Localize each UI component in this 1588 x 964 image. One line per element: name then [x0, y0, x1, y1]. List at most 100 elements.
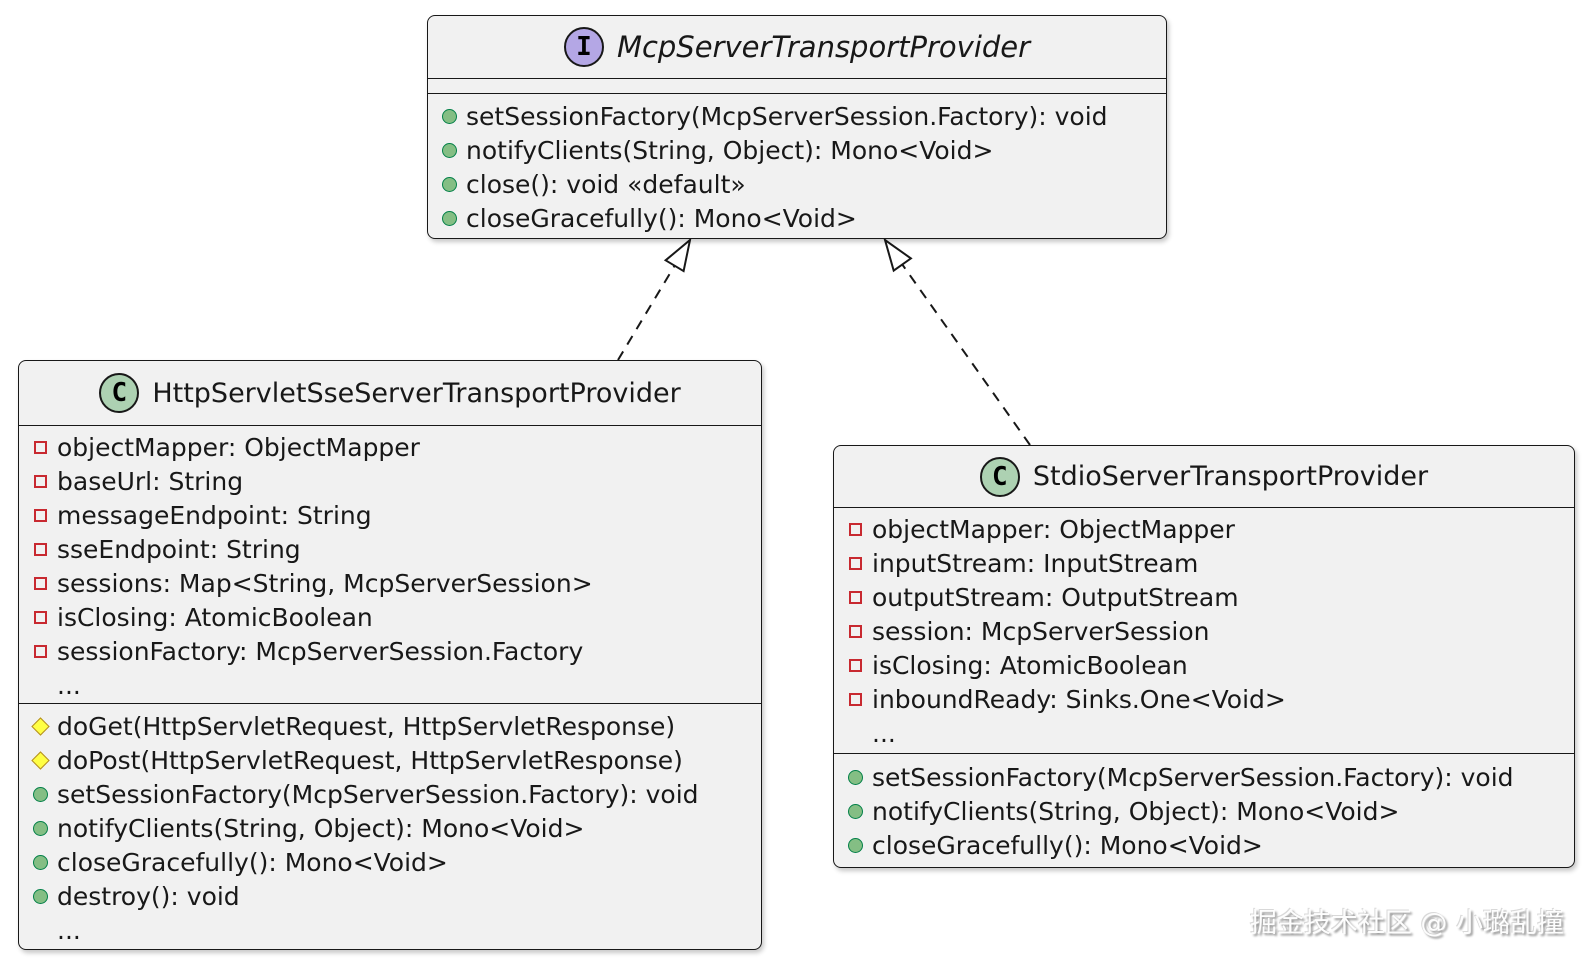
class-header: C StdioServerTransportProvider: [834, 446, 1574, 508]
field-text: baseUrl: String: [57, 466, 244, 496]
class-title: StdioServerTransportProvider: [1032, 461, 1429, 492]
public-method-icon: [848, 803, 863, 819]
interface-methods-compartment: setSessionFactory(McpServerSession.Facto…: [428, 94, 1166, 235]
private-field-icon: [849, 522, 862, 536]
method-row: setSessionFactory(McpServerSession.Facto…: [19, 777, 761, 811]
field-text: outputStream: OutputStream: [872, 582, 1239, 612]
method-row: doGet(HttpServletRequest, HttpServletRes…: [19, 709, 761, 743]
method-text: closeGracefully(): Mono<Void>: [466, 203, 857, 233]
field-text: sessions: Map<String, McpServerSession>: [57, 568, 593, 598]
field-row: sseEndpoint: String: [19, 532, 761, 566]
public-method-icon: [33, 888, 48, 904]
field-row: baseUrl: String: [19, 464, 761, 498]
class-box-httpservletsseservertransportprovider: C HttpServletSseServerTransportProvider …: [18, 360, 762, 950]
interface-title: McpServerTransportProvider: [616, 30, 1031, 64]
interface-fields-compartment-empty: [428, 79, 1166, 94]
field-row: sessionFactory: McpServerSession.Factory: [19, 634, 761, 668]
interface-header: I McpServerTransportProvider: [428, 16, 1166, 79]
private-field-icon: [849, 590, 862, 604]
private-field-icon: [849, 624, 862, 638]
private-field-icon: [34, 644, 47, 658]
field-row: isClosing: AtomicBoolean: [834, 648, 1574, 682]
method-text: closeGracefully(): Mono<Void>: [872, 830, 1263, 860]
field-text: objectMapper: ObjectMapper: [57, 432, 420, 462]
private-field-icon: [849, 658, 862, 672]
public-method-icon: [442, 176, 457, 192]
private-field-icon: [34, 542, 47, 556]
class-box-stdioservertransportprovider: C StdioServerTransportProvider objectMap…: [833, 445, 1575, 868]
method-row: notifyClients(String, Object): Mono<Void…: [19, 811, 761, 845]
method-text: notifyClients(String, Object): Mono<Void…: [466, 135, 994, 165]
method-row: closeGracefully(): Mono<Void>: [428, 201, 1166, 235]
field-row: session: McpServerSession: [834, 614, 1574, 648]
method-text: notifyClients(String, Object): Mono<Void…: [872, 796, 1400, 826]
field-text: isClosing: AtomicBoolean: [57, 602, 373, 632]
method-text: setSessionFactory(McpServerSession.Facto…: [872, 762, 1514, 792]
method-text: doGet(HttpServletRequest, HttpServletRes…: [57, 711, 676, 741]
field-text: isClosing: AtomicBoolean: [872, 650, 1188, 680]
method-text: setSessionFactory(McpServerSession.Facto…: [57, 779, 699, 809]
field-row: inputStream: InputStream: [834, 546, 1574, 580]
public-method-icon: [33, 786, 48, 802]
ellipsis-text: ...: [872, 718, 896, 748]
private-field-icon: [849, 692, 862, 706]
field-row: sessions: Map<String, McpServerSession>: [19, 566, 761, 600]
realization-arrow-http-to-interface: [617, 237, 692, 361]
class-stereotype-letter: C: [111, 378, 128, 408]
private-field-icon: [34, 508, 47, 522]
field-row: outputStream: OutputStream: [834, 580, 1574, 614]
field-text: inboundReady: Sinks.One<Void>: [872, 684, 1286, 714]
class-methods-compartment: setSessionFactory(McpServerSession.Facto…: [834, 754, 1574, 862]
field-text: sessionFactory: McpServerSession.Factory: [57, 636, 584, 666]
interface-stereotype-icon: I: [563, 27, 604, 67]
protected-method-icon: [31, 716, 50, 736]
field-text: objectMapper: ObjectMapper: [872, 514, 1235, 544]
method-row: notifyClients(String, Object): Mono<Void…: [428, 133, 1166, 167]
field-row: objectMapper: ObjectMapper: [19, 430, 761, 464]
field-row: isClosing: AtomicBoolean: [19, 600, 761, 634]
method-row: setSessionFactory(McpServerSession.Facto…: [428, 99, 1166, 133]
fields-ellipsis-row: ...: [19, 668, 761, 702]
method-row: closeGracefully(): Mono<Void>: [19, 845, 761, 879]
class-title: HttpServletSseServerTransportProvider: [152, 377, 681, 409]
public-method-icon: [33, 820, 48, 836]
interface-stereotype-letter: I: [576, 32, 592, 62]
methods-ellipsis-row: ...: [19, 913, 761, 947]
public-method-icon: [33, 854, 48, 870]
public-method-icon: [442, 210, 457, 226]
public-method-icon: [442, 142, 457, 158]
hollow-triangle-arrowhead: [883, 237, 913, 273]
public-method-icon: [442, 108, 457, 124]
method-text: setSessionFactory(McpServerSession.Facto…: [466, 101, 1108, 131]
method-row: destroy(): void: [19, 879, 761, 913]
private-field-icon: [34, 440, 47, 454]
class-methods-compartment: doGet(HttpServletRequest, HttpServletRes…: [19, 704, 761, 947]
field-text: inputStream: InputStream: [872, 548, 1199, 578]
field-text: messageEndpoint: String: [57, 500, 372, 530]
class-header: C HttpServletSseServerTransportProvider: [19, 361, 761, 426]
hollow-triangle-arrowhead: [663, 237, 692, 273]
method-text: closeGracefully(): Mono<Void>: [57, 847, 448, 877]
method-row: closeGracefully(): Mono<Void>: [834, 828, 1574, 862]
method-row: setSessionFactory(McpServerSession.Facto…: [834, 760, 1574, 794]
private-field-icon: [34, 576, 47, 590]
icon-spacer: [33, 923, 48, 938]
field-row: objectMapper: ObjectMapper: [834, 512, 1574, 546]
watermark-text: 掘金技术社区 @ 小璐乱撞: [1249, 908, 1564, 939]
private-field-icon: [849, 556, 862, 570]
class-stereotype-letter: C: [992, 461, 1008, 492]
class-stereotype-icon: C: [979, 456, 1020, 497]
icon-spacer: [33, 678, 48, 693]
field-text: sseEndpoint: String: [57, 534, 301, 564]
method-text: doPost(HttpServletRequest, HttpServletRe…: [57, 745, 683, 775]
field-text: session: McpServerSession: [872, 616, 1210, 646]
interface-box-mcpservertransportprovider: I McpServerTransportProvider setSessionF…: [427, 15, 1167, 239]
fields-ellipsis-row: ...: [834, 716, 1574, 750]
public-method-icon: [848, 837, 863, 853]
private-field-icon: [34, 474, 47, 488]
method-row: notifyClients(String, Object): Mono<Void…: [834, 794, 1574, 828]
method-text: destroy(): void: [57, 881, 240, 911]
private-field-icon: [34, 610, 47, 624]
